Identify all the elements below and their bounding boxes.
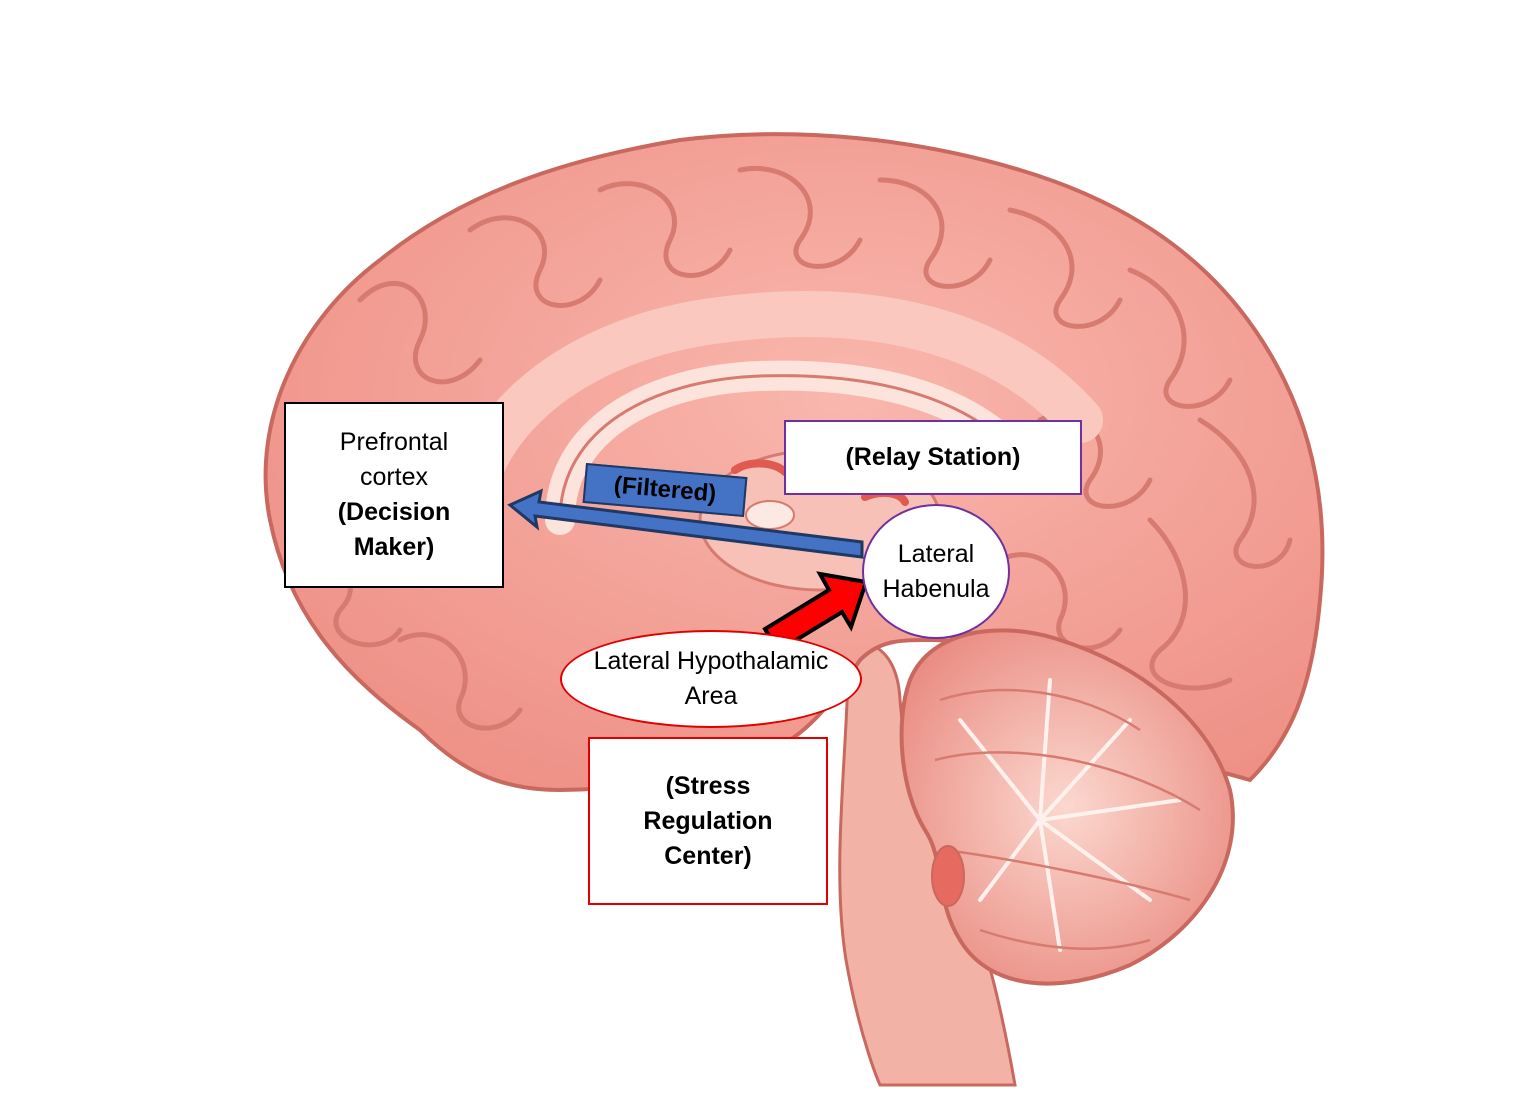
blue-arrow [507, 488, 864, 559]
choroid-plexus [731, 459, 789, 476]
pfc-role-line-2: Maker) [353, 533, 435, 561]
lateral-hypothalamic-area-ellipse: Lateral Hypothalamic Area [560, 630, 862, 728]
filtered-text: (Filtered) [612, 471, 718, 508]
lh-line-1: Lateral [897, 539, 975, 568]
relay-text: (Relay Station) [845, 443, 1021, 471]
brainstem [838, 638, 1017, 1087]
pfc-role-line-1: (Decision [337, 498, 451, 526]
pfc-line-2: cortex [359, 463, 429, 491]
stress-line-1: (Stress [665, 771, 751, 800]
lha-line-1: Lateral Hypothalamic [593, 647, 829, 675]
lh-line-2: Habenula [882, 574, 990, 603]
fornix-nub [745, 500, 795, 530]
gyri-folds [287, 166, 1293, 731]
prefrontal-cortex-box: Prefrontal cortex (Decision Maker) [284, 402, 504, 588]
lha-line-2: Area [684, 682, 738, 710]
pfc-line-1: Prefrontal [339, 428, 449, 456]
stress-line-2: Regulation [643, 806, 773, 835]
lateral-habenula-circle: Lateral Habenula [862, 504, 1010, 639]
pons-bulge [931, 845, 965, 907]
stress-regulation-box: (Stress Regulation Center) [588, 737, 828, 905]
relay-station-box: (Relay Station) [784, 420, 1082, 495]
stress-line-3: Center) [664, 841, 752, 870]
cerebellar-folia [934, 688, 1201, 950]
